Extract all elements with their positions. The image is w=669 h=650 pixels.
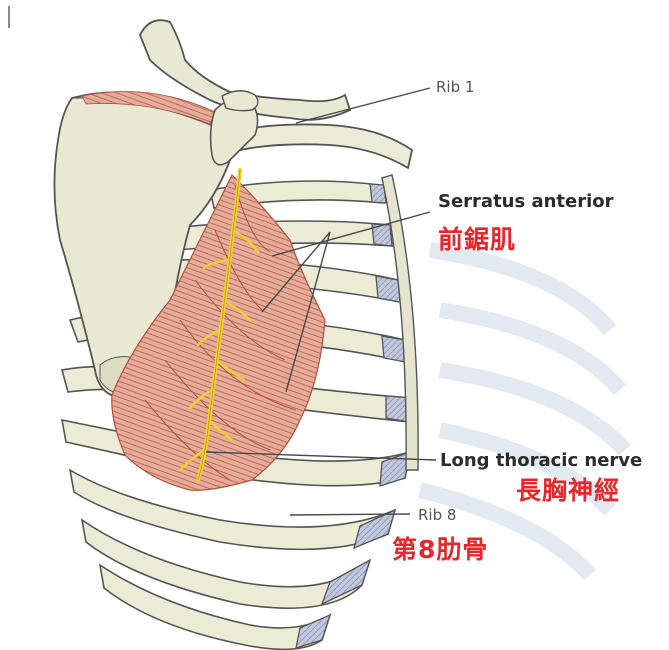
supraspinatus-muscle (81, 91, 216, 125)
label-long-thoracic-nerve: Long thoracic nerve (440, 450, 643, 471)
sternum (381, 174, 419, 471)
label-long-thoracic-nerve-zh: 長胸神經 (516, 476, 621, 505)
nerve-outline (197, 169, 241, 481)
rib-1 (223, 123, 414, 170)
background-rib-shadows (418, 242, 631, 581)
leader-lines (205, 87, 437, 516)
label-rib-8: Rib 8 (418, 506, 457, 524)
costal-cartilages (295, 183, 413, 649)
label-rib-1: Rib 1 (436, 78, 475, 96)
acromion (221, 90, 259, 112)
label-serratus-anterior: Serratus anterior (438, 191, 614, 212)
serratus-muscle-slips (144, 184, 297, 481)
label-serratus-anterior-zh: 前鋸肌 (438, 225, 517, 254)
corner-mark (8, 6, 10, 28)
label-rib-8-zh: 第8肋骨 (392, 535, 489, 564)
